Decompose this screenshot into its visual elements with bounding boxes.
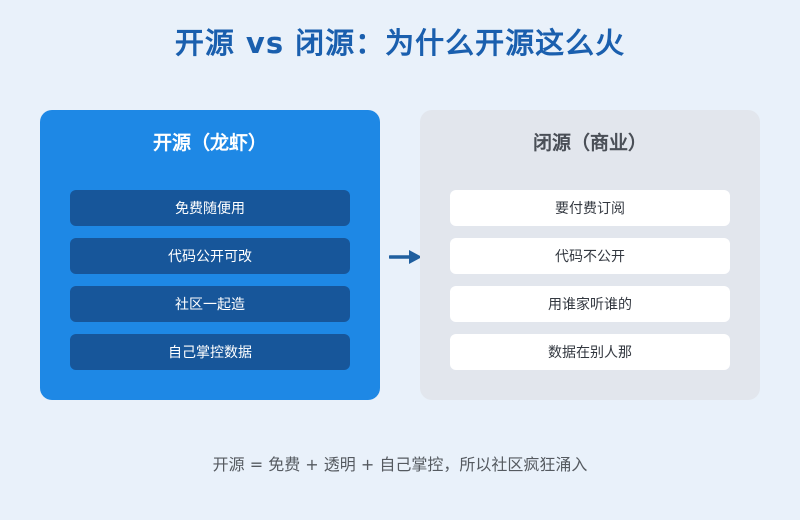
summary-caption: 开源 = 免费 + 透明 + 自己掌控，所以社区疯狂涌入 — [212, 455, 588, 474]
closed-source-item: 要付费订阅 — [450, 190, 730, 226]
closed-source-item: 代码不公开 — [450, 238, 730, 274]
closed-source-item: 数据在别人那 — [450, 334, 730, 370]
open-source-item: 代码公开可改 — [70, 238, 350, 274]
arrow-right-icon — [389, 250, 422, 264]
open-source-item: 自己掌控数据 — [70, 334, 350, 370]
closed-source-title: 闭源（商业） — [532, 132, 647, 154]
page-title: 开源 vs 闭源：为什么开源这么火 — [174, 26, 626, 60]
closed-source-item: 用谁家听谁的 — [450, 286, 730, 322]
open-source-panel: 开源（龙虾） 免费随便用 代码公开可改 社区一起造 自己掌控数据 — [40, 110, 380, 400]
open-source-item: 社区一起造 — [70, 286, 350, 322]
closed-source-panel: 闭源（商业） 要付费订阅 代码不公开 用谁家听谁的 数据在别人那 — [420, 110, 760, 400]
open-source-title: 开源（龙虾） — [152, 132, 267, 154]
open-source-list: 免费随便用 代码公开可改 社区一起造 自己掌控数据 — [70, 190, 350, 382]
open-source-item: 免费随便用 — [70, 190, 350, 226]
closed-source-list: 要付费订阅 代码不公开 用谁家听谁的 数据在别人那 — [450, 190, 730, 382]
